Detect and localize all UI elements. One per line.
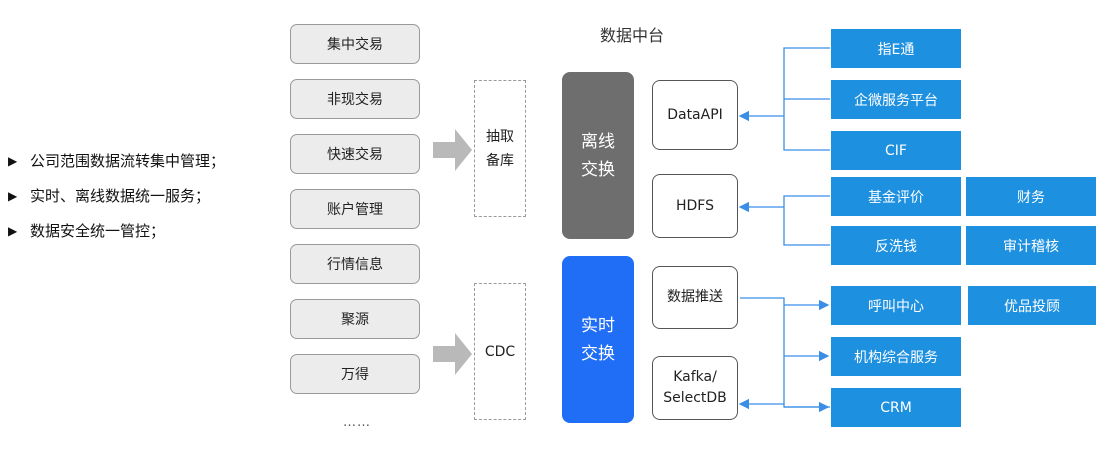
dataapi-links [738, 47, 830, 151]
ingest-arrows [433, 129, 472, 375]
extract-backup-box: 抽取 备库 [474, 80, 526, 217]
triangle-bullet-icon: ▶ [8, 153, 18, 168]
triangle-bullet-icon: ▶ [8, 223, 18, 238]
source-system: 非现交易 [290, 79, 420, 119]
bullet-item: ▶ 公司范围数据流转集中管理； [8, 143, 225, 178]
bullet-item: ▶ 实时、离线数据统一服务； [8, 178, 225, 213]
push-links [738, 297, 830, 413]
app-cif: CIF [831, 131, 961, 170]
bullet-text: 公司范围数据流转集中管理； [30, 152, 226, 170]
source-system: 万得 [290, 354, 420, 394]
source-system: 快速交易 [290, 134, 420, 174]
source-system: 聚源 [290, 299, 420, 339]
app-call-center: 呼叫中心 [831, 286, 961, 325]
app-qiwei-platform: 企微服务平台 [831, 80, 961, 119]
platform-title: 数据中台 [600, 26, 665, 45]
bullet-text: 实时、离线数据统一服务； [30, 187, 211, 205]
app-finance: 财务 [966, 177, 1096, 216]
triangle-bullet-icon: ▶ [8, 188, 18, 203]
source-system: 账户管理 [290, 189, 420, 229]
source-system: 集中交易 [290, 24, 420, 64]
summary-bullets: ▶ 公司范围数据流转集中管理； ▶ 实时、离线数据统一服务； ▶ 数据安全统一管控； [8, 143, 225, 248]
offline-exchange-block: 离线 交换 [562, 72, 634, 239]
bullet-text: 数据安全统一管控； [30, 222, 166, 240]
service-data-push: 数据推送 [652, 266, 738, 329]
hdfs-links [738, 195, 830, 246]
app-fund-evaluation: 基金评价 [831, 177, 961, 216]
cdc-box: CDC [474, 283, 526, 420]
service-hdfs: HDFS [652, 174, 738, 238]
app-institution-services: 机构综合服务 [831, 337, 961, 376]
app-zhie: 指E通 [831, 29, 961, 68]
app-crm: CRM [831, 388, 961, 427]
bullet-item: ▶ 数据安全统一管控； [8, 213, 225, 248]
realtime-exchange-block: 实时 交换 [562, 256, 634, 423]
source-system: 行情信息 [290, 244, 420, 284]
service-dataapi: DataAPI [652, 80, 738, 150]
service-kafka-selectdb: Kafka/ SelectDB [652, 356, 738, 420]
more-sources-ellipsis: …… [343, 415, 371, 430]
app-audit: 审计稽核 [966, 226, 1096, 265]
app-youpin-advisor: 优品投顾 [968, 286, 1096, 325]
app-anti-money-laundering: 反洗钱 [831, 226, 961, 265]
